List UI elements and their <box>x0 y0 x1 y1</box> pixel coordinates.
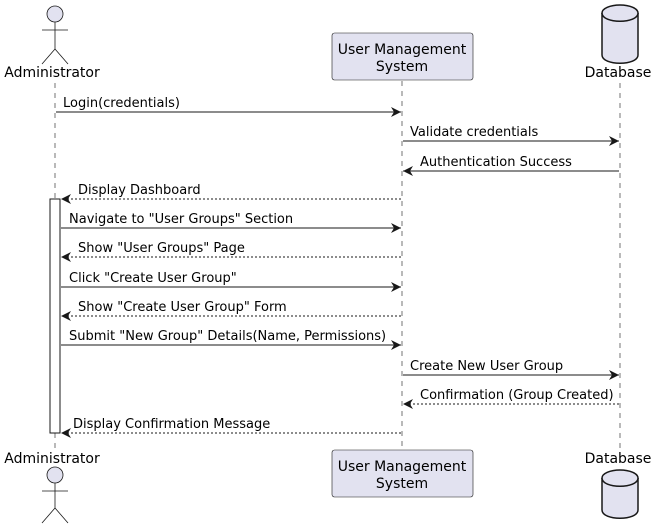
participant-label-line2: System <box>376 59 428 75</box>
participant-box <box>331 449 474 498</box>
database-label: Database <box>585 65 652 81</box>
actor-label: Administrator <box>4 451 100 467</box>
message-label: Click "Create User Group" <box>69 271 237 286</box>
message-label: Create New User Group <box>410 359 563 374</box>
message-6: Show "User Groups" Page <box>61 241 401 262</box>
message-8: Show "Create User Group" Form <box>61 300 401 321</box>
activation-bar-administrator <box>49 198 61 434</box>
message-12: Display Confirmation Message <box>61 417 401 438</box>
message-9: Submit "New Group" Details(Name, Permiss… <box>61 329 401 350</box>
database-bottom: Database <box>585 451 652 519</box>
database-icon <box>601 469 639 519</box>
message-10: Create New User Group <box>403 359 619 380</box>
actor-icon <box>41 466 69 524</box>
message-label: Navigate to "User Groups" Section <box>69 212 293 227</box>
database-icon <box>601 4 639 64</box>
message-label: Show "User Groups" Page <box>78 241 245 256</box>
message-label: Confirmation (Group Created) <box>420 388 614 403</box>
actor-label: Administrator <box>4 65 100 81</box>
message-2: Validate credentials <box>403 125 619 146</box>
database-label: Database <box>585 451 652 467</box>
message-3: Authentication Success <box>403 155 619 176</box>
actor-administrator-bottom: Administrator <box>4 451 100 524</box>
participant-label-line2: System <box>376 476 428 492</box>
message-label: Display Confirmation Message <box>73 417 270 432</box>
message-11: Confirmation (Group Created) <box>403 388 619 409</box>
participant-user-management-system-bottom: User Management System <box>331 449 474 498</box>
message-1: Login(credentials) <box>56 96 401 117</box>
participant-box <box>331 32 474 81</box>
message-4: Display Dashboard <box>61 183 401 204</box>
actor-administrator-top: Administrator <box>4 5 100 81</box>
participant-user-management-system-top: User Management System <box>331 32 474 81</box>
message-label: Authentication Success <box>420 155 572 170</box>
database-top: Database <box>585 4 652 81</box>
message-label: Submit "New Group" Details(Name, Permiss… <box>69 329 386 344</box>
participant-label-line1: User Management <box>338 459 467 475</box>
message-label: Login(credentials) <box>63 96 180 111</box>
message-label: Show "Create User Group" Form <box>78 300 287 315</box>
messages-group: Login(credentials) Validate credentialsAu… <box>56 96 619 438</box>
message-5: Navigate to "User Groups" Section <box>61 212 401 233</box>
message-label: Validate credentials <box>410 125 539 140</box>
message-7: Click "Create User Group" <box>61 271 401 292</box>
actor-icon <box>41 5 69 65</box>
participant-label-line1: User Management <box>338 42 467 58</box>
message-label: Display Dashboard <box>78 183 201 198</box>
